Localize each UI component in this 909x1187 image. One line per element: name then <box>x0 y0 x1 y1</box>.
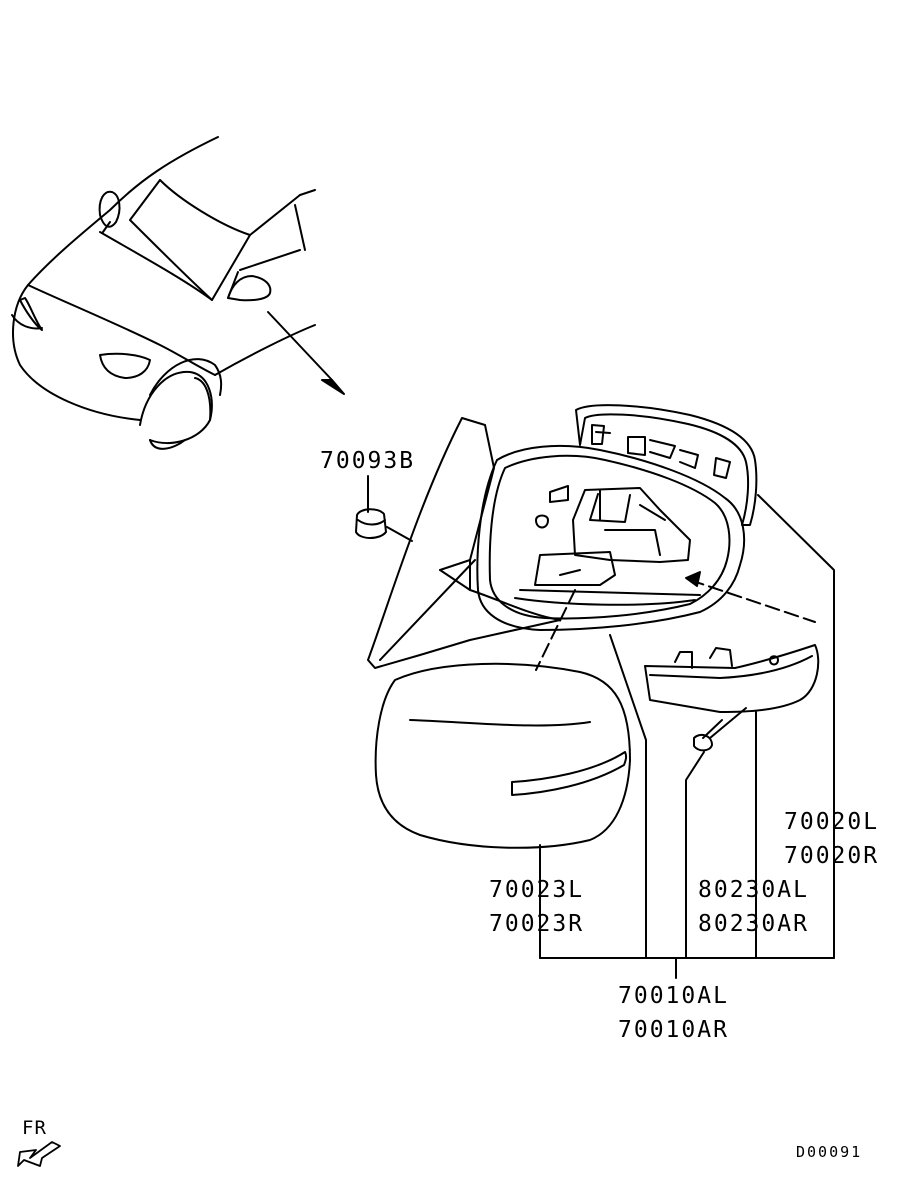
part-label-70020L: 70020L <box>784 809 880 835</box>
part-label-80230AR: 80230AR <box>698 911 809 937</box>
part-label-70020R: 70020R <box>784 843 880 869</box>
part-label-70023L: 70023L <box>489 877 585 903</box>
mirror-base <box>356 418 560 668</box>
mirror-housing <box>477 446 815 670</box>
side-turn-lamp <box>645 645 818 750</box>
mirror-glass <box>576 405 756 525</box>
part-label-70093B: 70093B <box>320 448 416 474</box>
mirror-cover <box>376 664 630 848</box>
diagram-code: D00091 <box>796 1143 863 1161</box>
part-label-80230AL: 80230AL <box>698 877 809 903</box>
part-label-70023R: 70023R <box>489 911 585 937</box>
arrow-down-left-icon <box>18 1142 60 1166</box>
part-label-70010AL: 70010AL <box>618 983 729 1009</box>
part-label-70010AR: 70010AR <box>618 1017 729 1043</box>
leader-lines <box>368 476 834 978</box>
vehicle-illustration <box>12 137 344 449</box>
orientation-label: FR <box>22 1117 47 1139</box>
